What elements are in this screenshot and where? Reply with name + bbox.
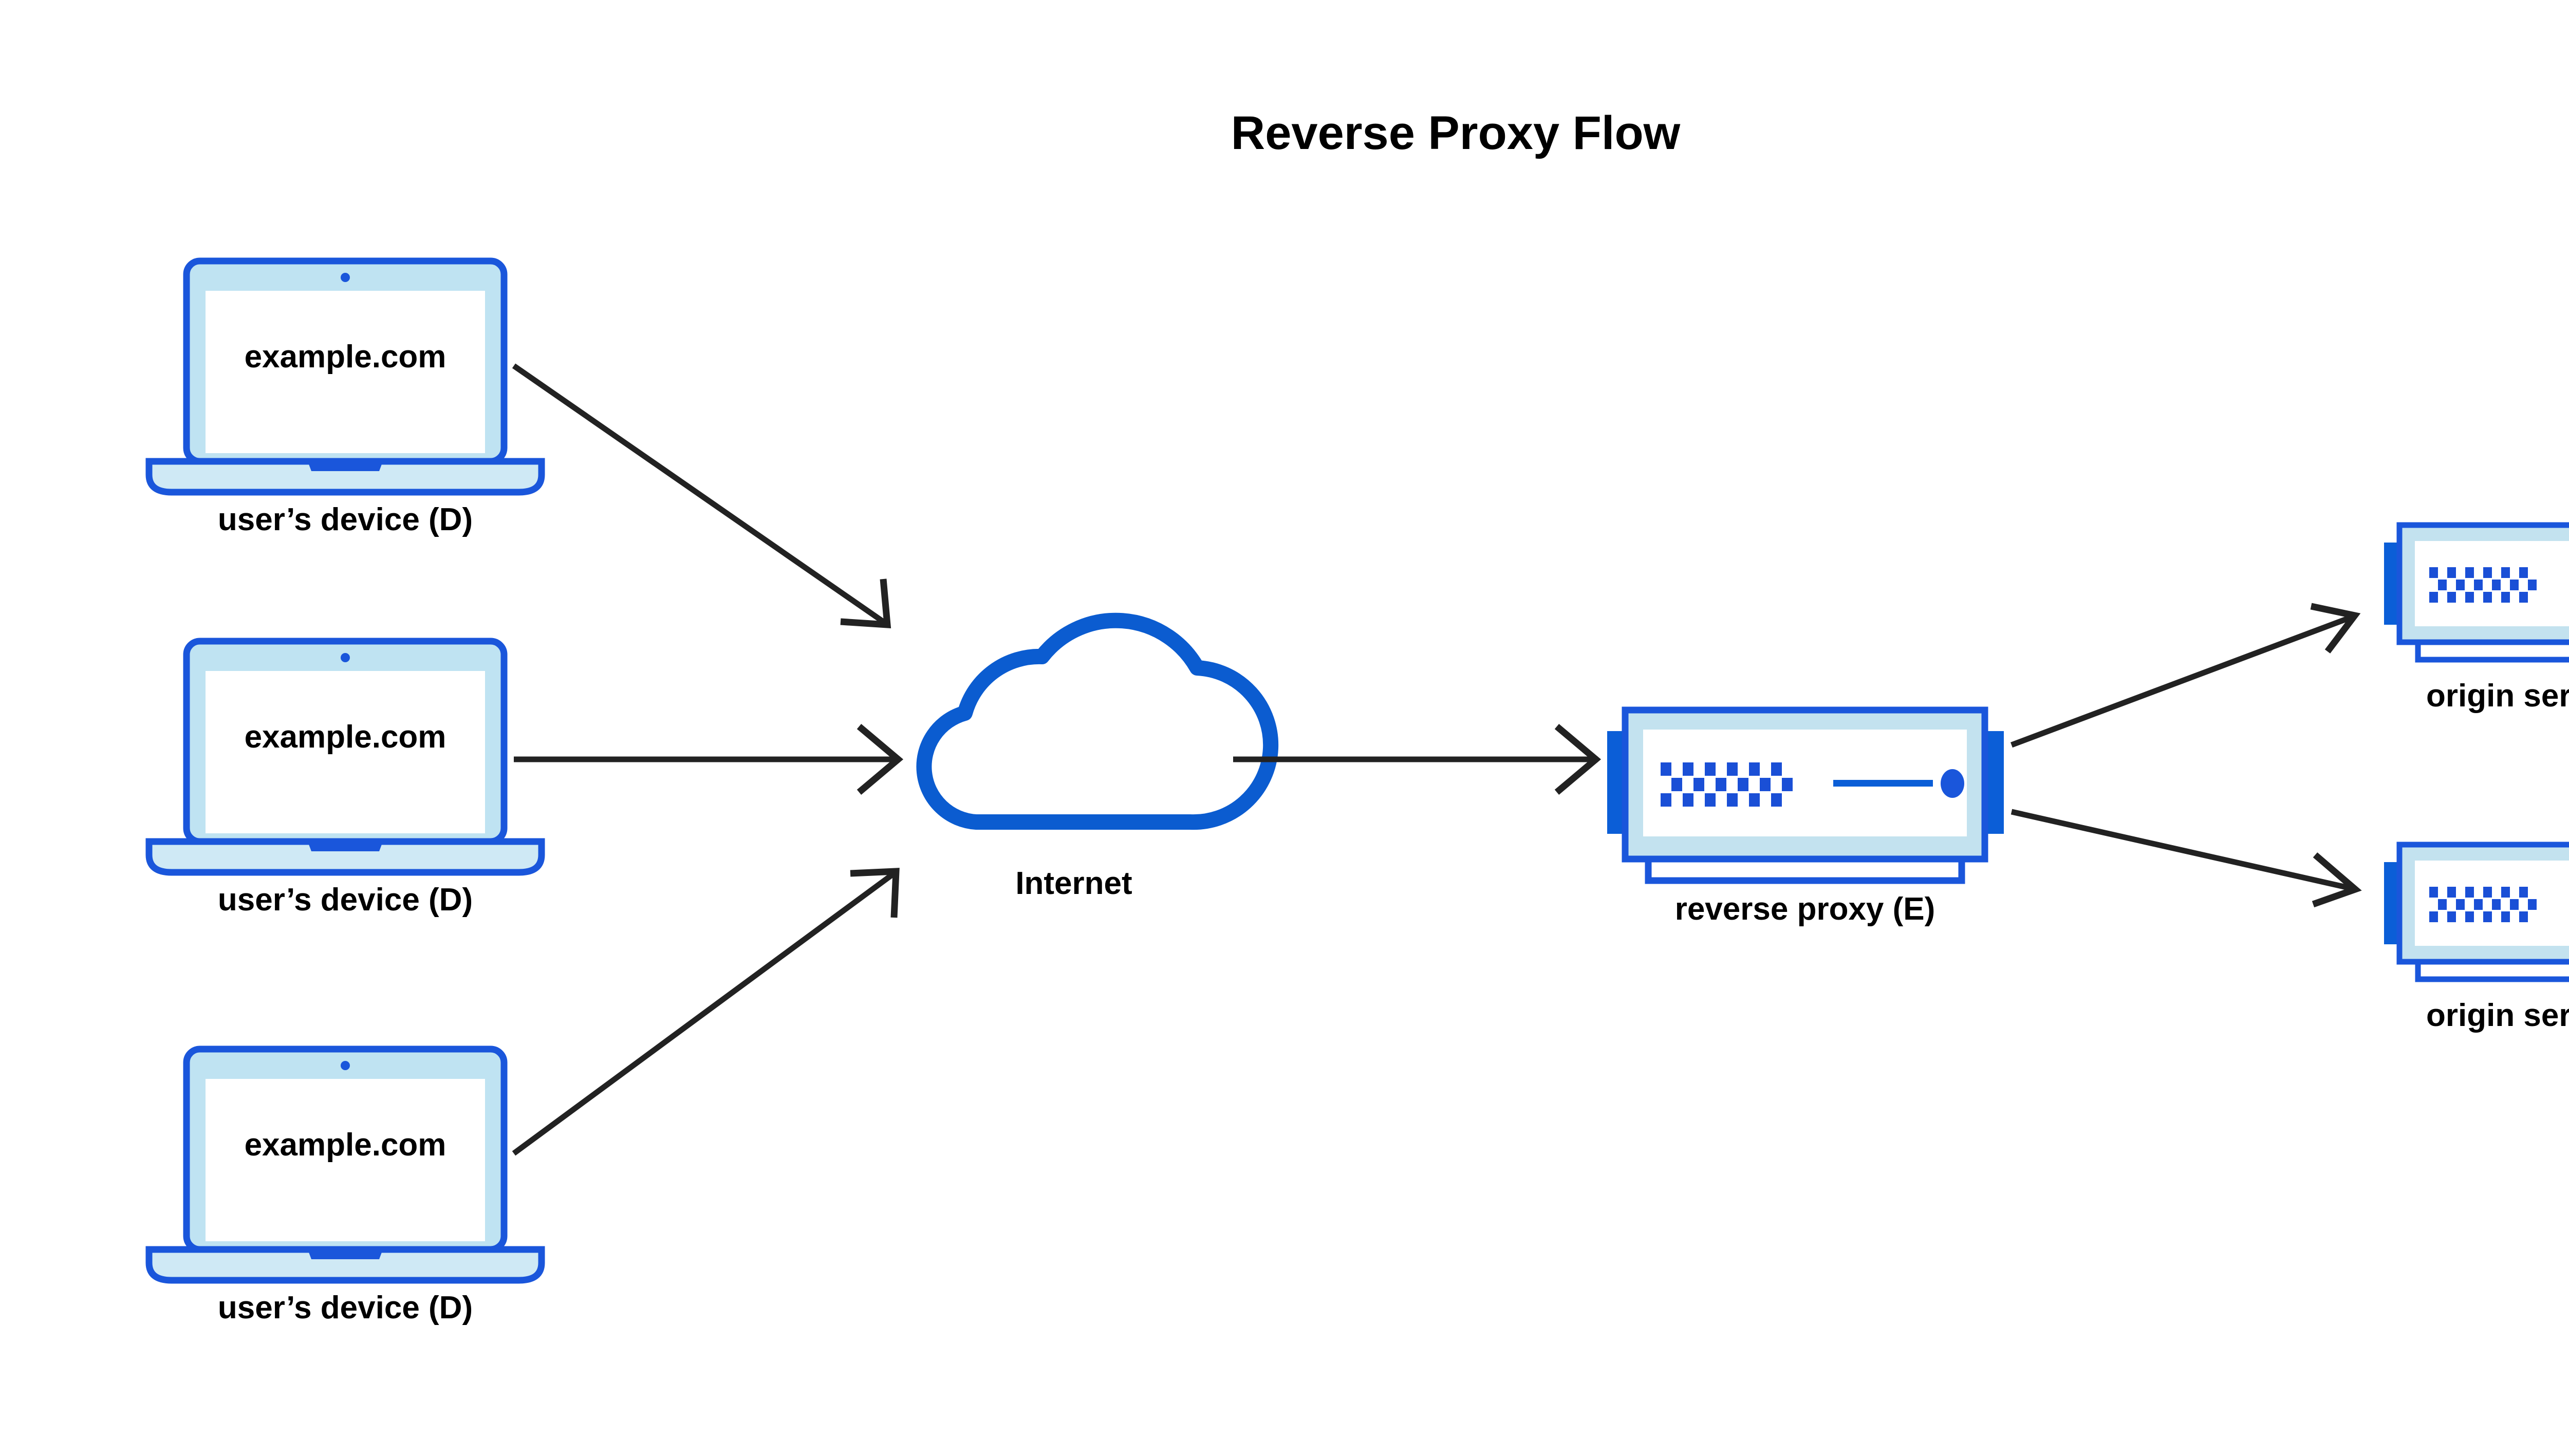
laptop-screen-text: example.com bbox=[245, 719, 446, 755]
node-user-device-middle[interactable]: example.com user’s device (D) bbox=[145, 638, 545, 918]
server-led-grid bbox=[2429, 567, 2537, 603]
edge-proxy-to-origin-top bbox=[2010, 603, 2361, 748]
laptop-screen-text: example.com bbox=[245, 1127, 446, 1163]
laptop-notch bbox=[308, 1251, 382, 1259]
node-label-internet: Internet bbox=[1015, 866, 1132, 901]
node-label-origin-server-top: origin server (F) bbox=[2426, 678, 2569, 714]
laptop-camera-icon bbox=[341, 653, 350, 662]
laptop-camera-icon bbox=[341, 273, 350, 282]
cloud-icon bbox=[916, 612, 1279, 830]
node-origin-server-bottom[interactable]: origin server (F) bbox=[2384, 842, 2569, 1033]
server-led-grid bbox=[2429, 887, 2537, 922]
server-status-dot bbox=[1941, 769, 1964, 798]
edge-internet-to-proxy bbox=[1233, 724, 1602, 795]
edge-proxy-to-origin-bottom bbox=[2010, 809, 2362, 908]
laptop-camera-icon bbox=[341, 1061, 350, 1070]
server-led-grid bbox=[1661, 762, 1793, 807]
laptop-base bbox=[145, 458, 545, 496]
page-title: Reverse Proxy Flow bbox=[1231, 107, 1681, 159]
edge-device-middle-to-internet bbox=[514, 724, 904, 795]
laptop-base bbox=[145, 838, 545, 876]
node-user-device-top[interactable]: example.com user’s device (D) bbox=[145, 257, 545, 537]
laptop-screen bbox=[206, 671, 485, 833]
node-origin-server-top[interactable]: origin server (F) bbox=[2384, 522, 2569, 714]
node-internet[interactable]: Internet bbox=[916, 612, 1279, 901]
edge-device-bottom-to-internet bbox=[512, 868, 900, 1156]
laptop-screen-text: example.com bbox=[245, 339, 446, 375]
node-label-reverse-proxy: reverse proxy (E) bbox=[1675, 891, 1935, 927]
laptop-base bbox=[145, 1246, 545, 1284]
edge-device-top-to-internet bbox=[512, 363, 891, 628]
laptop-notch bbox=[308, 463, 382, 471]
laptop-notch bbox=[308, 843, 382, 851]
node-label-user-device-top: user’s device (D) bbox=[218, 502, 473, 537]
node-label-user-device-middle: user’s device (D) bbox=[218, 882, 473, 918]
node-label-user-device-bottom: user’s device (D) bbox=[218, 1290, 473, 1326]
laptop-screen bbox=[206, 291, 485, 453]
node-label-origin-server-bottom: origin server (F) bbox=[2426, 998, 2569, 1033]
server-status-line bbox=[1833, 780, 1933, 787]
node-reverse-proxy[interactable]: reverse proxy (E) bbox=[1607, 706, 2004, 927]
node-user-device-bottom[interactable]: example.com user’s device (D) bbox=[145, 1046, 545, 1326]
laptop-screen bbox=[206, 1079, 485, 1241]
